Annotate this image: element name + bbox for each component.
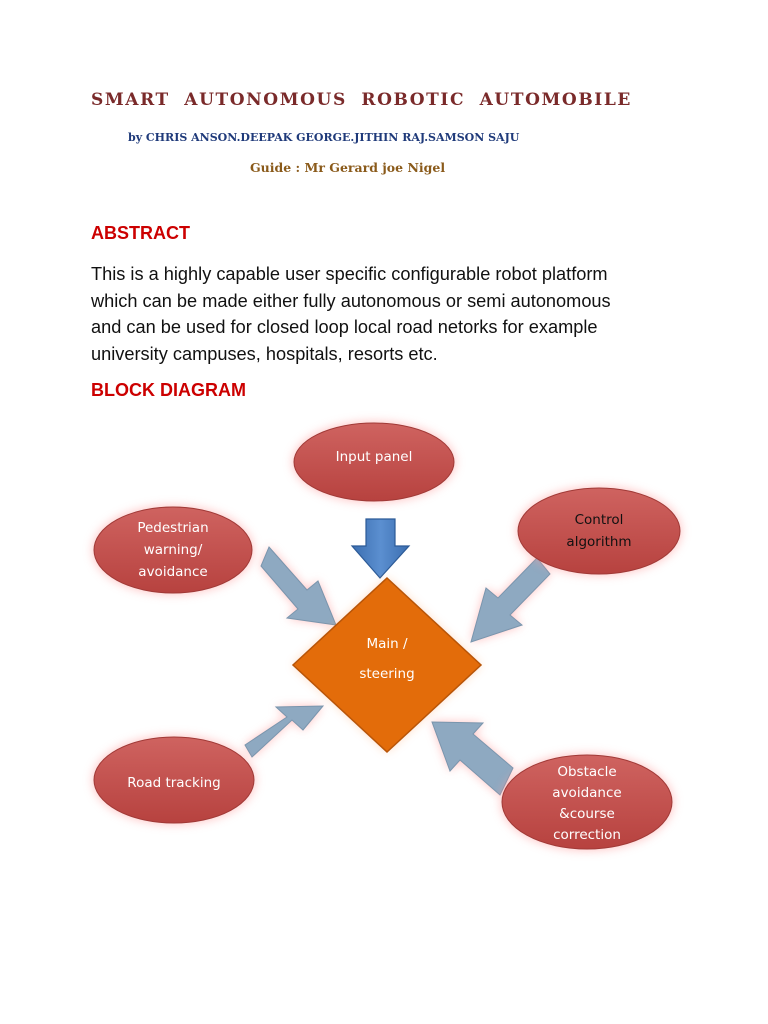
abstract-line: This is a highly capable user specific c…: [91, 264, 608, 284]
road-tracking-node: Road tracking: [93, 736, 255, 824]
arrow-pedestrian-to-main: [260, 546, 337, 626]
control-label-line: Control: [575, 512, 624, 528]
input-panel-label: Input panel: [336, 449, 413, 465]
author-list: by CHRIS ANSON.DEEPAK GEORGE.JITHIN RAJ.…: [128, 131, 520, 144]
pedestrian-label-line: Pedestrian: [137, 520, 208, 536]
abstract-heading: ABSTRACT: [91, 223, 190, 243]
abstract-text: This is a highly capable user specific c…: [91, 261, 691, 367]
obstacle-avoidance-node: Obstacle avoidance &course correction: [501, 754, 673, 850]
guide-name: Guide : Mr Gerard joe Nigel: [250, 160, 446, 175]
pedestrian-label-line: avoidance: [138, 564, 207, 580]
pedestrian-warning-node: Pedestrian warning/ avoidance: [93, 506, 253, 594]
pedestrian-label-line: warning/: [144, 542, 203, 558]
block-diagram-heading: BLOCK DIAGRAM: [91, 380, 246, 400]
obstacle-label-line: avoidance: [552, 785, 621, 801]
control-label-line: algorithm: [566, 534, 631, 550]
arrow-input-to-main: [350, 518, 411, 579]
arrow-road-to-main: [244, 705, 325, 758]
arrow-obstacle-to-main: [431, 721, 514, 796]
abstract-line: and can be used for closed loop local ro…: [91, 317, 598, 337]
main-steering-label-line: Main /: [366, 636, 408, 652]
obstacle-label-line: correction: [553, 827, 621, 843]
arrow-control-to-main: [470, 557, 551, 643]
abstract-line: university campuses, hospitals, resorts …: [91, 343, 438, 364]
obstacle-label-line: &course: [559, 806, 615, 822]
input-panel-node: Input panel: [293, 422, 455, 502]
abstract-line: which can be made either fully autonomou…: [91, 290, 611, 311]
control-algorithm-node: Control algorithm: [517, 487, 681, 575]
main-steering-node: Main / steering: [291, 576, 483, 754]
obstacle-label-line: Obstacle: [557, 764, 616, 780]
road-tracking-label: Road tracking: [127, 775, 220, 791]
main-steering-label-line: steering: [359, 666, 414, 682]
document-title: SMART AUTONOMOUS ROBOTIC AUTOMOBILE: [91, 90, 632, 110]
